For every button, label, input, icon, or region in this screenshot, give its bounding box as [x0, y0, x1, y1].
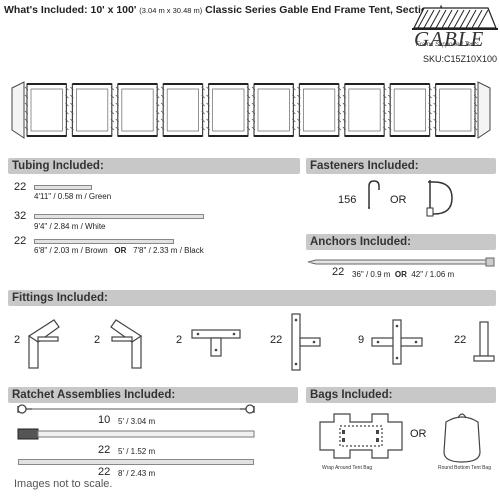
tent-section — [342, 83, 387, 137]
tent-section — [115, 83, 160, 137]
ratchet-tube-long-icon — [18, 459, 254, 465]
tubing-label-3: 6'8" / 2.03 m / Brown OR 7'8" / 2.33 m /… — [34, 246, 204, 255]
anchors-or: OR — [394, 270, 407, 279]
tent-section — [70, 83, 115, 137]
ratchet-label-1: 5' / 3.04 m — [118, 417, 156, 426]
tent-section — [206, 83, 251, 137]
tubing-label-3b: 7'8" / 2.33 m / Black — [133, 246, 204, 255]
ratchet-qty-3: 22 — [98, 466, 111, 478]
cross-fitting-icon — [371, 319, 423, 365]
ratchet-label-3: 8' / 2.43 m — [118, 469, 156, 478]
ratchet-qty-1: 10 — [98, 414, 111, 426]
bags-header: Bags Included: — [306, 387, 496, 403]
title-suffix: Classic Series Gable End Frame Tent, Sec… — [205, 4, 443, 16]
tent-section — [251, 83, 296, 137]
gable-logo-icon — [412, 7, 498, 30]
title-prefix: What's Included: 10' x 100' — [4, 4, 137, 16]
tubing-label-2: 9'4" / 2.84 m / White — [34, 222, 106, 231]
tubing-or: OR — [114, 246, 127, 255]
logo-tagline: Frame Supported Tents — [416, 42, 479, 48]
tent-section — [297, 83, 342, 137]
tubing-qty-3: 22 — [14, 235, 27, 247]
tubing-qty-1: 22 — [14, 181, 27, 193]
ratchet-tube-icon — [17, 428, 255, 440]
angle-fitting-left-icon — [27, 319, 60, 369]
anchors-header: Anchors Included: — [306, 234, 496, 250]
round-bottom-bag-icon — [443, 413, 481, 463]
tube-white-icon — [34, 214, 204, 219]
fittings-title: Fittings Included: — [12, 292, 108, 304]
fasteners-or: OR — [390, 194, 407, 206]
anchors-title: Anchors Included: — [310, 236, 411, 248]
sku-label: SKU:C15Z10X100 — [423, 54, 498, 64]
t-fitting-icon — [191, 329, 241, 357]
fittings-qty-5: 9 — [358, 334, 365, 346]
fittings-qty-2: 2 — [94, 334, 101, 346]
base-plate-icon — [473, 321, 495, 362]
fasteners-title: Fasteners Included: — [310, 160, 419, 172]
logo-word: GABLE — [414, 27, 485, 51]
tubing-title: Tubing Included: — [12, 160, 104, 172]
stake-anchor-icon — [307, 257, 495, 267]
fittings-qty-1: 2 — [14, 334, 21, 346]
fittings-qty-3: 2 — [176, 334, 183, 346]
bags-title: Bags Included: — [310, 389, 393, 401]
ratchets-header: Ratchet Assemblies Included: — [8, 387, 298, 403]
tent-section — [433, 83, 478, 137]
bag-caption-b: Round Bottom Tent Bag — [438, 465, 491, 471]
tent-section — [24, 83, 69, 137]
ratchet-qty-2: 22 — [98, 444, 111, 456]
anchors-label-b: 42" / 1.06 m — [411, 270, 455, 279]
ratchet-strap-hooks-icon — [17, 404, 255, 414]
angle-fitting-right-icon — [110, 319, 143, 369]
ratchet-label-2: 5' / 1.52 m — [118, 447, 156, 456]
wrap-around-bag-icon — [319, 413, 403, 459]
fasteners-header: Fasteners Included: — [306, 158, 496, 174]
bag-caption-a: Wrap Around Tent Bag — [322, 465, 373, 471]
tubing-header: Tubing Included: — [8, 158, 300, 174]
page-title: What's Included: 10' x 100' (3.04 m x 30… — [4, 4, 442, 16]
ratchets-title: Ratchet Assemblies Included: — [12, 389, 176, 401]
anchors-label: 36" / 0.9 m OR 42" / 1.06 m — [352, 270, 454, 279]
scale-note: Images not to scale. — [14, 478, 113, 490]
tube-green-icon — [34, 185, 92, 190]
fittings-qty-4: 22 — [270, 334, 283, 346]
tubing-label-3a: 6'8" / 2.03 m / Brown — [34, 246, 108, 255]
tubing-qty-2: 32 — [14, 210, 27, 222]
d-ring-fastener-icon — [426, 180, 453, 217]
tent-section — [387, 83, 432, 137]
anchors-label-a: 36" / 0.9 m — [352, 270, 391, 279]
title-metric: (3.04 m x 30.48 m) — [139, 6, 203, 15]
tube-brown-black-icon — [34, 239, 174, 244]
tent-section — [160, 83, 205, 137]
fittings-header: Fittings Included: — [8, 290, 496, 306]
anchors-qty: 22 — [332, 266, 345, 278]
tubing-label-1: 4'11" / 0.58 m / Green — [34, 192, 112, 201]
fittings-qty-6: 22 — [454, 334, 467, 346]
fasteners-qty: 156 — [338, 194, 357, 206]
side-t-fitting-icon — [291, 313, 321, 371]
bags-or: OR — [410, 428, 427, 440]
j-hook-fastener-icon — [368, 180, 380, 209]
tent-sections-icon — [11, 81, 491, 139]
